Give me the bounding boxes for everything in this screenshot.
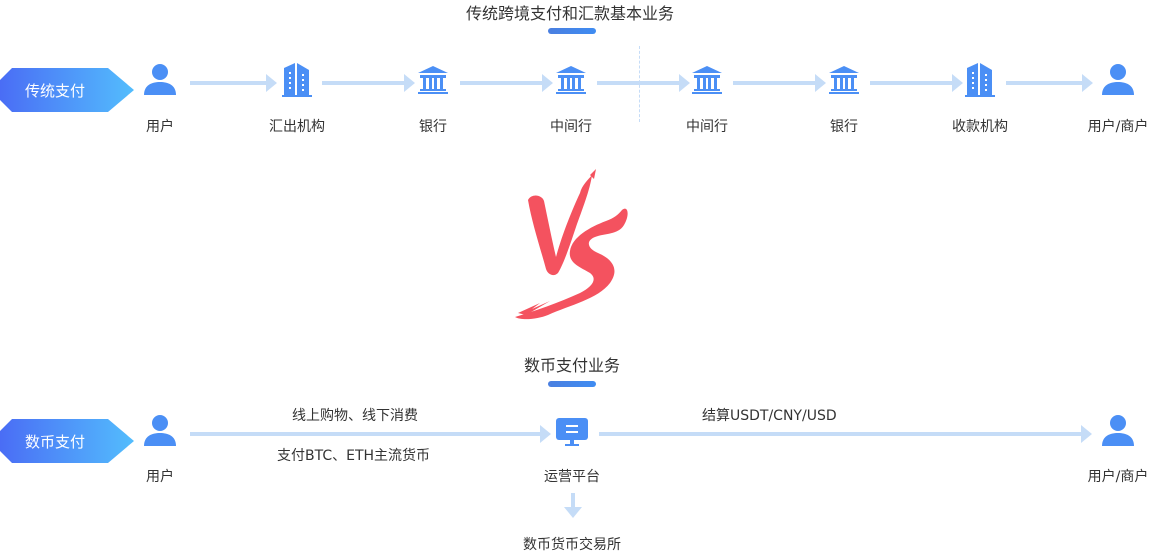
user-icon — [1098, 411, 1138, 451]
flow-arrow — [460, 81, 542, 85]
arrowhead-icon — [404, 74, 415, 92]
arrowhead-icon — [1081, 425, 1092, 443]
edge-label-payment: 支付BTC、ETH主流货币 — [277, 448, 431, 464]
arrowhead-icon — [952, 74, 963, 92]
top-node-label: 用户 — [146, 119, 174, 135]
user-icon — [140, 60, 180, 100]
bank-icon — [551, 60, 591, 100]
bottom-section-title: 数币支付业务 — [523, 356, 620, 375]
traditional-payment-tag: 传统支付 — [0, 68, 134, 112]
edge-label-settlement: 结算USDT/CNY/USD — [702, 408, 837, 424]
digital-payment-tag-label: 数币支付 — [25, 432, 86, 451]
arrowhead-icon — [266, 74, 277, 92]
flow-arrow — [1006, 81, 1082, 85]
top-node-label: 用户/商户 — [1087, 119, 1149, 135]
flow-arrow-down — [571, 493, 575, 507]
top-node-label: 中间行 — [686, 119, 728, 135]
flow-arrow — [599, 432, 1081, 436]
user-icon — [140, 411, 180, 451]
bank-icon — [413, 60, 453, 100]
flow-arrow — [322, 81, 404, 85]
top-title-underline — [548, 28, 596, 34]
top-node-label: 银行 — [419, 119, 447, 135]
bottom-node-label: 运营平台 — [544, 469, 600, 485]
building-icon — [277, 60, 317, 100]
flow-arrow — [733, 81, 815, 85]
user-icon — [1098, 60, 1138, 100]
digital-payment-tag: 数币支付 — [0, 419, 134, 463]
arrowhead-down-icon — [564, 507, 582, 518]
flow-arrow — [870, 81, 952, 85]
arrowhead-icon — [540, 425, 551, 443]
top-node-label: 汇出机构 — [269, 119, 325, 135]
bottom-title-underline — [548, 381, 596, 387]
top-section-title: 传统跨境支付和汇款基本业务 — [465, 4, 674, 23]
bottom-node-label: 数币货币交易所 — [523, 537, 621, 553]
traditional-payment-tag-label: 传统支付 — [25, 81, 86, 100]
flow-arrow — [190, 81, 266, 85]
bank-icon — [824, 60, 864, 100]
arrowhead-icon — [815, 74, 826, 92]
top-node-label: 收款机构 — [952, 119, 1008, 135]
flow-arrow — [190, 432, 540, 436]
bottom-node-label: 用户/商户 — [1087, 469, 1149, 485]
top-node-label: 银行 — [830, 119, 858, 135]
top-node-label: 中间行 — [550, 119, 592, 135]
bottom-node-label: 用户 — [146, 469, 174, 485]
building-icon — [960, 60, 1000, 100]
arrowhead-icon — [1082, 74, 1093, 92]
arrowhead-icon — [542, 74, 553, 92]
bank-icon — [687, 60, 727, 100]
flow-arrow — [597, 81, 679, 85]
arrowhead-icon — [679, 74, 690, 92]
monitor-icon — [552, 411, 592, 451]
edge-label-shopping: 线上购物、线下消费 — [292, 408, 418, 424]
vs-v-stroke — [528, 175, 592, 276]
vs-graphic — [510, 165, 640, 325]
vs-s-stroke — [515, 208, 628, 320]
